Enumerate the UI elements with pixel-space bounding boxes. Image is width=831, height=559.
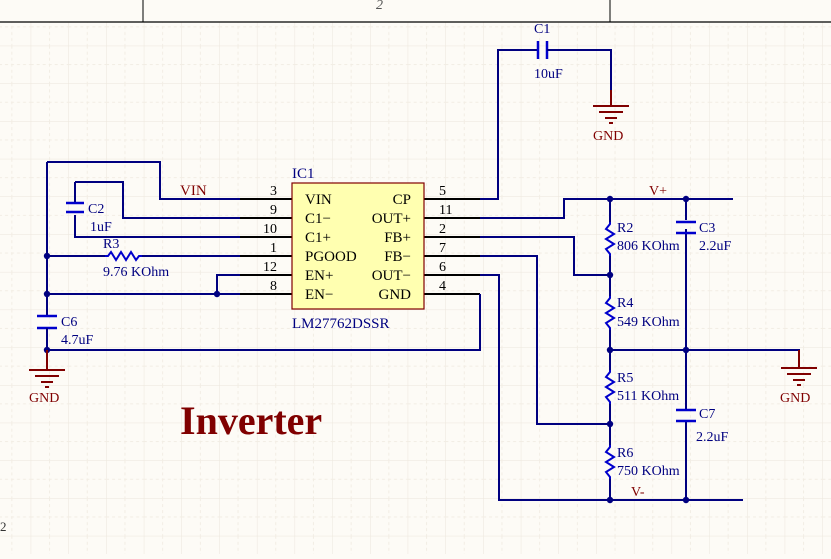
c2-designator: C2 [88,202,104,217]
junction-dot [606,271,614,279]
wire-c1-plus [74,215,240,238]
resistor-r6[interactable]: R6 750 KOhm [604,445,680,479]
ic-designator: IC1 [292,166,315,182]
wires [46,49,800,501]
c7-value: 2.2uF [696,430,729,445]
ic-pin-name: VIN [305,192,332,208]
wire-c1-minus [75,181,240,219]
r6-designator: R6 [617,446,633,461]
ic-pin-name: FB+ [384,230,411,246]
ic1[interactable]: IC1 LM27762DSSR VIN C1− C1+ PGOOD EN+ EN− CP O… [263,166,452,332]
resistor-r4[interactable]: R4 549 KOhm [604,296,680,330]
capacitor-c6[interactable]: C6 4.7uF [37,312,94,348]
pin-wires [240,198,481,350]
net-label-vplus: V+ [649,184,667,199]
junction-dot [43,252,51,260]
c3-designator: C3 [699,221,715,236]
gnd-label: GND [780,391,810,406]
gnd-label: GND [29,391,59,406]
ic-pin-number: 10 [263,222,277,237]
title-block: 2 [0,0,831,23]
wire-en-plus [216,274,240,294]
ic-pin-name: PGOOD [305,249,357,265]
margin-zone-label: 2 [0,519,7,534]
net-label-vminus: V- [631,485,645,500]
capacitor-c3[interactable]: C3 2.2uF [676,220,732,254]
c7-designator: C7 [699,407,715,422]
gnd-label: GND [593,129,623,144]
junction-dot [682,195,690,203]
ic-pin-number: 1 [270,241,277,256]
ic-pin-number: 7 [439,241,446,256]
c1-value: 10uF [534,67,563,82]
c6-designator: C6 [61,315,77,330]
c1-designator: C1 [534,22,550,37]
r5-value: 511 KOhm [617,389,679,404]
ic-pin-name: GND [379,287,412,303]
junctions [43,195,690,504]
ic-pin-number: 4 [439,279,446,294]
capacitor-c1[interactable]: C1 10uF [533,22,563,82]
wire-vin [47,161,240,200]
gnd-symbol-left[interactable]: GND [29,350,65,406]
junction-dot [682,496,690,504]
gnd-symbol-c1[interactable]: GND [593,90,629,144]
wire-out-minus [480,274,743,501]
ic-pin-number: 12 [263,260,277,275]
junction-dot [213,290,221,298]
wire-cp [480,49,533,200]
r3-value: 9.76 KOhm [103,265,169,280]
ic-pin-number: 11 [439,203,452,218]
resistor-r5[interactable]: R5 511 KOhm [604,370,679,404]
ic-pin-number: 2 [439,222,446,237]
ic-pin-number: 3 [270,184,277,199]
r4-value: 549 KOhm [617,315,680,330]
r6-value: 750 KOhm [617,464,680,479]
ic-pin-name: FB− [384,249,411,265]
ic-pin-number: 5 [439,184,446,199]
ic-pin-number: 6 [439,260,446,275]
sheet-number: 2 [376,0,383,13]
capacitor-c2[interactable]: C2 1uF [66,200,112,235]
c3-value: 2.2uF [699,239,732,254]
r4-designator: R4 [617,296,633,311]
ic-left-pin-names: VIN C1− C1+ PGOOD EN+ EN− [305,192,357,303]
ic-right-pin-names: CP OUT+ FB+ FB− OUT− GND [372,192,411,303]
ic-pin-name: OUT− [372,268,411,284]
c2-value: 1uF [90,220,112,235]
r5-designator: R5 [617,371,633,386]
wire-fb-plus [480,236,610,276]
schematic-title: Inverter [180,398,322,443]
resistor-r2[interactable]: R2 806 KOhm [604,221,680,256]
ic-pin-name: CP [393,192,411,208]
ic-right-pin-numbers: 5 11 2 7 6 4 [439,184,452,294]
junction-dot [43,290,51,298]
r2-value: 806 KOhm [617,239,680,254]
c6-value: 4.7uF [61,333,94,348]
junction-dot [606,195,614,203]
ic-pin-name: EN− [305,287,333,303]
ic-pin-number: 9 [270,203,277,218]
ic-left-pin-numbers: 3 9 10 1 12 8 [263,184,277,294]
ic-pin-name: C1+ [305,230,331,246]
junction-dot [682,346,690,354]
resistor-r3[interactable]: R3 9.76 KOhm [103,237,169,280]
ic-body [291,182,425,310]
ic-pin-number: 8 [270,279,277,294]
wire-out-plus [480,198,733,219]
r2-designator: R2 [617,221,633,236]
ic-pin-name: EN+ [305,268,333,284]
ic-pin-name: C1− [305,211,331,227]
ic-part-number: LM27762DSSR [292,316,390,332]
gnd-symbol-right[interactable]: GND [780,350,817,406]
wire-c1-gnd [552,49,612,103]
ic-pin-name: OUT+ [372,211,411,227]
wire-fb-minus [480,255,610,425]
junction-dot [606,346,614,354]
junction-dot [606,420,614,428]
capacitor-c7[interactable]: C7 2.2uF [676,407,729,445]
junction-dot [606,496,614,504]
net-label-vin: VIN [180,183,207,199]
r3-designator: R3 [103,237,119,252]
